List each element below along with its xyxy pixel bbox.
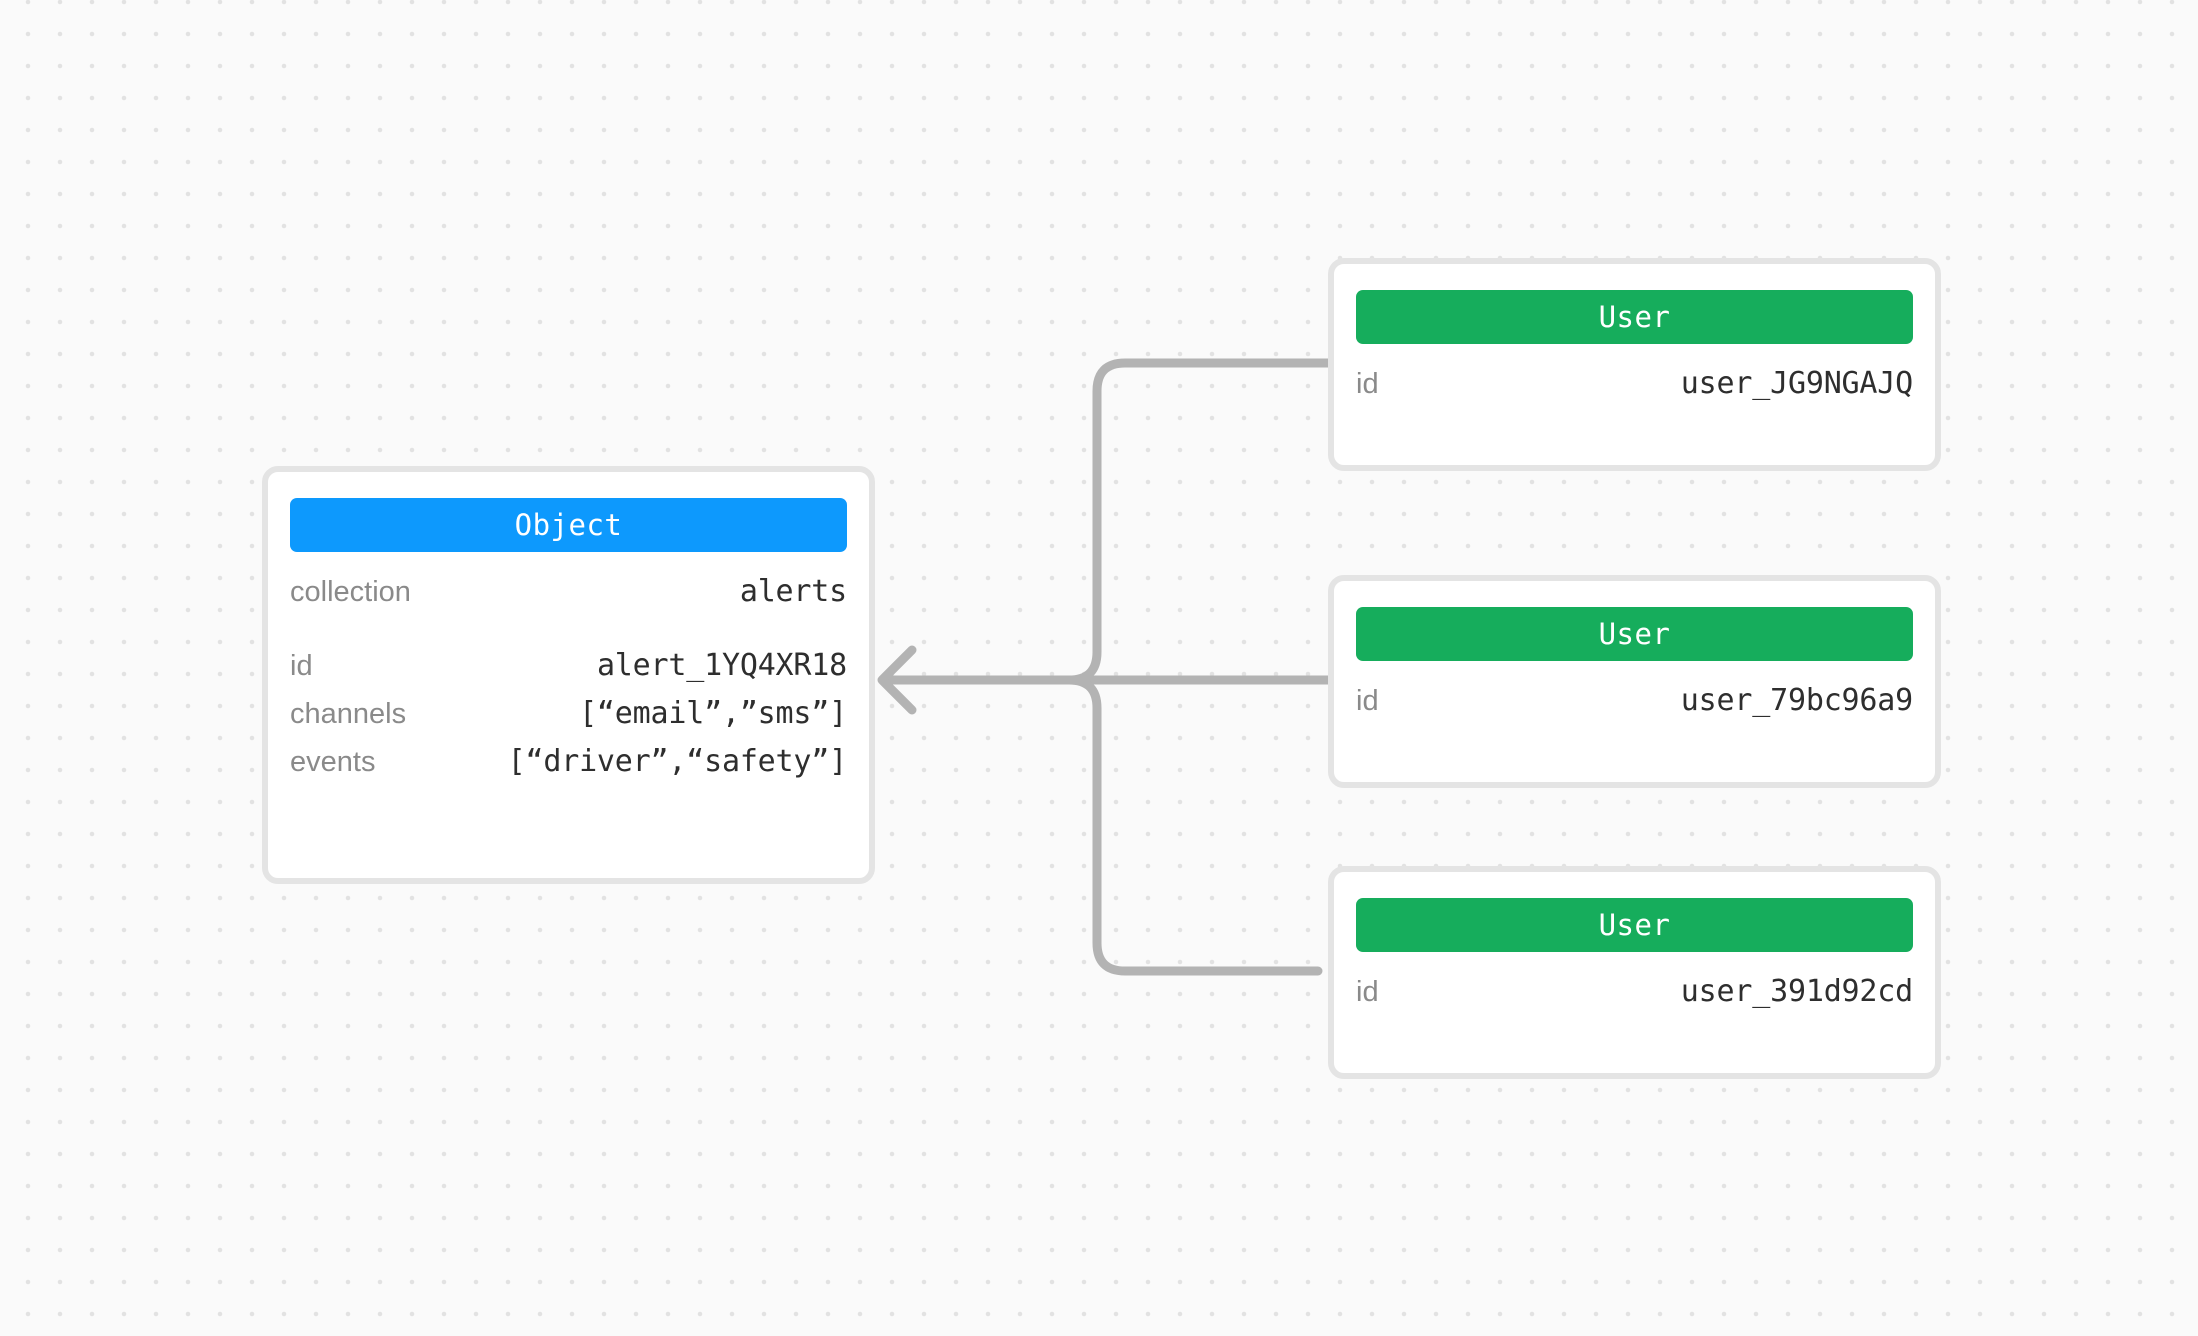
field-key: collection [290,576,411,608]
field-group: id user_79bc96a9 [1356,683,1913,731]
node-object-body: collection alerts id alert_1YQ4XR18 chan… [268,552,869,878]
field-row-id[interactable]: id user_JG9NGAJQ [1356,366,1913,414]
field-value: user_391d92cd [1680,974,1913,1009]
field-value: alert_1YQ4XR18 [596,648,847,683]
node-user-1-type-header: User [1356,290,1913,344]
field-row-collection[interactable]: collection alerts [290,574,847,622]
edge-user1-to-object [887,358,1339,685]
field-value: alerts [739,574,847,609]
field-group: id user_JG9NGAJQ [1356,366,1913,414]
field-row-events[interactable]: events [“driver”,“safety”] [290,744,847,792]
field-value: user_79bc96a9 [1680,683,1913,718]
node-user-1-type-label: User [1598,300,1671,334]
node-user-2[interactable]: User id user_79bc96a9 [1328,575,1941,788]
node-user-2-type-header: User [1356,607,1913,661]
field-group: collection alerts [290,574,847,622]
node-user-1-body: id user_JG9NGAJQ [1334,344,1935,465]
field-key: id [290,650,313,682]
field-key: id [1356,368,1379,400]
node-object-type-label: Object [514,508,623,542]
edge-arrowhead-icon [877,645,917,715]
node-user-3-type-header: User [1356,898,1913,952]
field-key: id [1356,976,1379,1008]
node-user-2-type-label: User [1598,617,1671,651]
field-key: events [290,746,376,778]
field-group: id user_391d92cd [1356,974,1913,1022]
node-object[interactable]: Object collection alerts id alert_1YQ4XR… [262,466,875,884]
node-user-3[interactable]: User id user_391d92cd [1328,866,1941,1079]
field-row-id[interactable]: id alert_1YQ4XR18 [290,648,847,696]
field-row-id[interactable]: id user_79bc96a9 [1356,683,1913,731]
field-key: id [1356,685,1379,717]
node-user-1[interactable]: User id user_JG9NGAJQ [1328,258,1941,471]
node-user-2-body: id user_79bc96a9 [1334,661,1935,782]
field-value: [“email”,”sms”] [579,696,847,731]
field-value: [“driver”,“safety”] [507,744,848,779]
field-value: user_JG9NGAJQ [1680,366,1913,401]
field-key: channels [290,698,407,730]
node-user-3-type-label: User [1598,908,1671,942]
field-group: id alert_1YQ4XR18 channels [“email”,”sms… [290,648,847,792]
field-row-channels[interactable]: channels [“email”,”sms”] [290,696,847,744]
node-object-type-header: Object [290,498,847,552]
field-row-id[interactable]: id user_391d92cd [1356,974,1913,1022]
node-user-3-body: id user_391d92cd [1334,952,1935,1073]
edge-user3-to-object [887,675,1323,976]
